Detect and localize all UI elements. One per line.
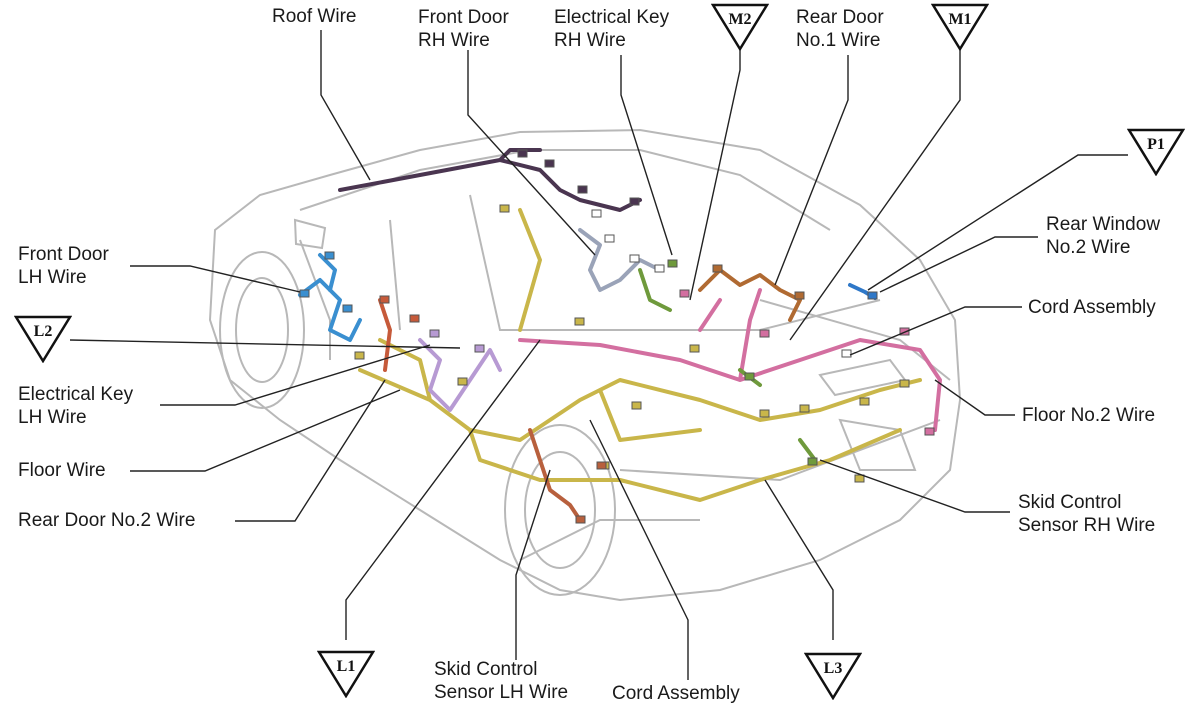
label-cord-assembly-bottom: Cord Assembly [612,683,740,704]
leader-l1 [345,339,541,640]
label-skid-control-rh-line1: Skid Control [1018,492,1122,513]
label-rear-window-no2-line1: Rear Window [1046,214,1161,235]
electrical-key-lh-wire [418,338,502,412]
triangle-icon [317,650,375,698]
marker-m2: M2 [711,3,769,51]
leader-front-door-lh [130,265,301,293]
label-rear-door-no1-wire: Rear Door No.1 Wire [796,6,884,52]
marker-l3-text: L3 [823,660,843,677]
label-skid-control-sensor-lh-wire: Skid Control Sensor LH Wire [434,658,568,704]
label-electrical-key-rh-line2: RH Wire [554,30,626,51]
marker-l3: L3 [804,652,862,700]
connectors [299,149,935,524]
label-rear-window-no2-wire: Rear Window No.2 Wire [1046,213,1160,259]
leader-p1 [867,154,1128,291]
marker-p1-text: P1 [1147,136,1165,153]
label-electrical-key-rh-line1: Electrical Key [554,7,670,28]
label-front-door-lh-line1: Front Door [18,244,109,265]
rear-door-no1-wire [698,268,802,322]
label-rear-door-no1-line2: No.1 Wire [796,30,881,51]
rear-door-no2-wire [378,298,392,372]
label-skid-control-sensor-rh-wire: Skid Control Sensor RH Wire [1018,491,1155,537]
leader-lines [69,30,1128,680]
marker-l2-text: L2 [33,323,53,340]
leader-rear-window [879,236,1038,293]
label-rear-door-no2-wire: Rear Door No.2 Wire [18,510,196,531]
marker-m1: M1 [931,3,989,51]
triangle-icon [1127,128,1185,176]
electrical-key-rh-wire [578,228,662,292]
leader-l3 [764,479,834,640]
label-roof-wire: Roof Wire [272,6,357,27]
marker-p1: P1 [1127,128,1185,176]
leader-cord-assembly-bottom [589,419,689,680]
label-electrical-key-lh-wire: Electrical Key LH Wire [18,383,133,429]
label-front-door-lh-wire: Front Door LH Wire [18,243,109,289]
leader-cord-assembly-right [849,306,1022,356]
floor-wire [358,208,922,502]
leader-rear-door-no1 [774,55,849,286]
label-floor-wire: Floor Wire [18,460,106,481]
leader-electrical-key-lh [160,344,431,406]
leader-floor-no2 [934,379,1015,416]
label-cord-assembly-right: Cord Assembly [1028,297,1156,318]
triangle-icon [931,3,989,51]
marker-m1-text: M1 [948,11,972,28]
label-front-door-rh-wire: Front Door RH Wire [418,6,509,52]
label-front-door-rh-line1: Front Door [418,7,509,28]
triangle-icon [14,315,72,363]
label-rear-window-no2-line2: No.2 Wire [1046,237,1131,258]
leader-floor-wire [130,389,401,472]
label-front-door-rh-line2: RH Wire [418,30,490,51]
leader-front-door-rh [467,50,596,256]
label-rear-door-no1-line1: Rear Door [796,7,884,28]
marker-m2-text: M2 [728,11,752,28]
triangle-icon [711,3,769,51]
leader-m2 [689,50,741,301]
skid-control-lh-wire [528,428,582,522]
leader-skid-control-rh [819,459,1010,513]
triangle-icon [804,652,862,700]
marker-l2: L2 [14,315,72,363]
leader-electrical-key-rh [620,55,673,256]
leader-roof-wire [320,30,371,181]
label-front-door-lh-line2: LH Wire [18,267,87,288]
leader-l2 [69,339,461,349]
label-skid-control-lh-line2: Sensor LH Wire [434,682,569,703]
label-electrical-key-lh-line1: Electrical Key [18,384,134,405]
marker-l1: L1 [317,650,375,698]
leader-skid-control-lh [515,469,551,660]
leader-rear-door-no2 [235,379,386,522]
label-electrical-key-rh-wire: Electrical Key RH Wire [554,6,669,52]
front-door-lh-wire [298,253,362,342]
label-skid-control-lh-line1: Skid Control [434,659,538,680]
label-skid-control-rh-line2: Sensor RH Wire [1018,515,1156,536]
floor-no2-wire [518,288,942,432]
label-floor-no2-wire: Floor No.2 Wire [1022,405,1156,426]
marker-l1-text: L1 [336,658,356,675]
label-electrical-key-lh-line2: LH Wire [18,407,87,428]
leader-m1 [789,50,961,341]
roof-wire [338,148,642,212]
